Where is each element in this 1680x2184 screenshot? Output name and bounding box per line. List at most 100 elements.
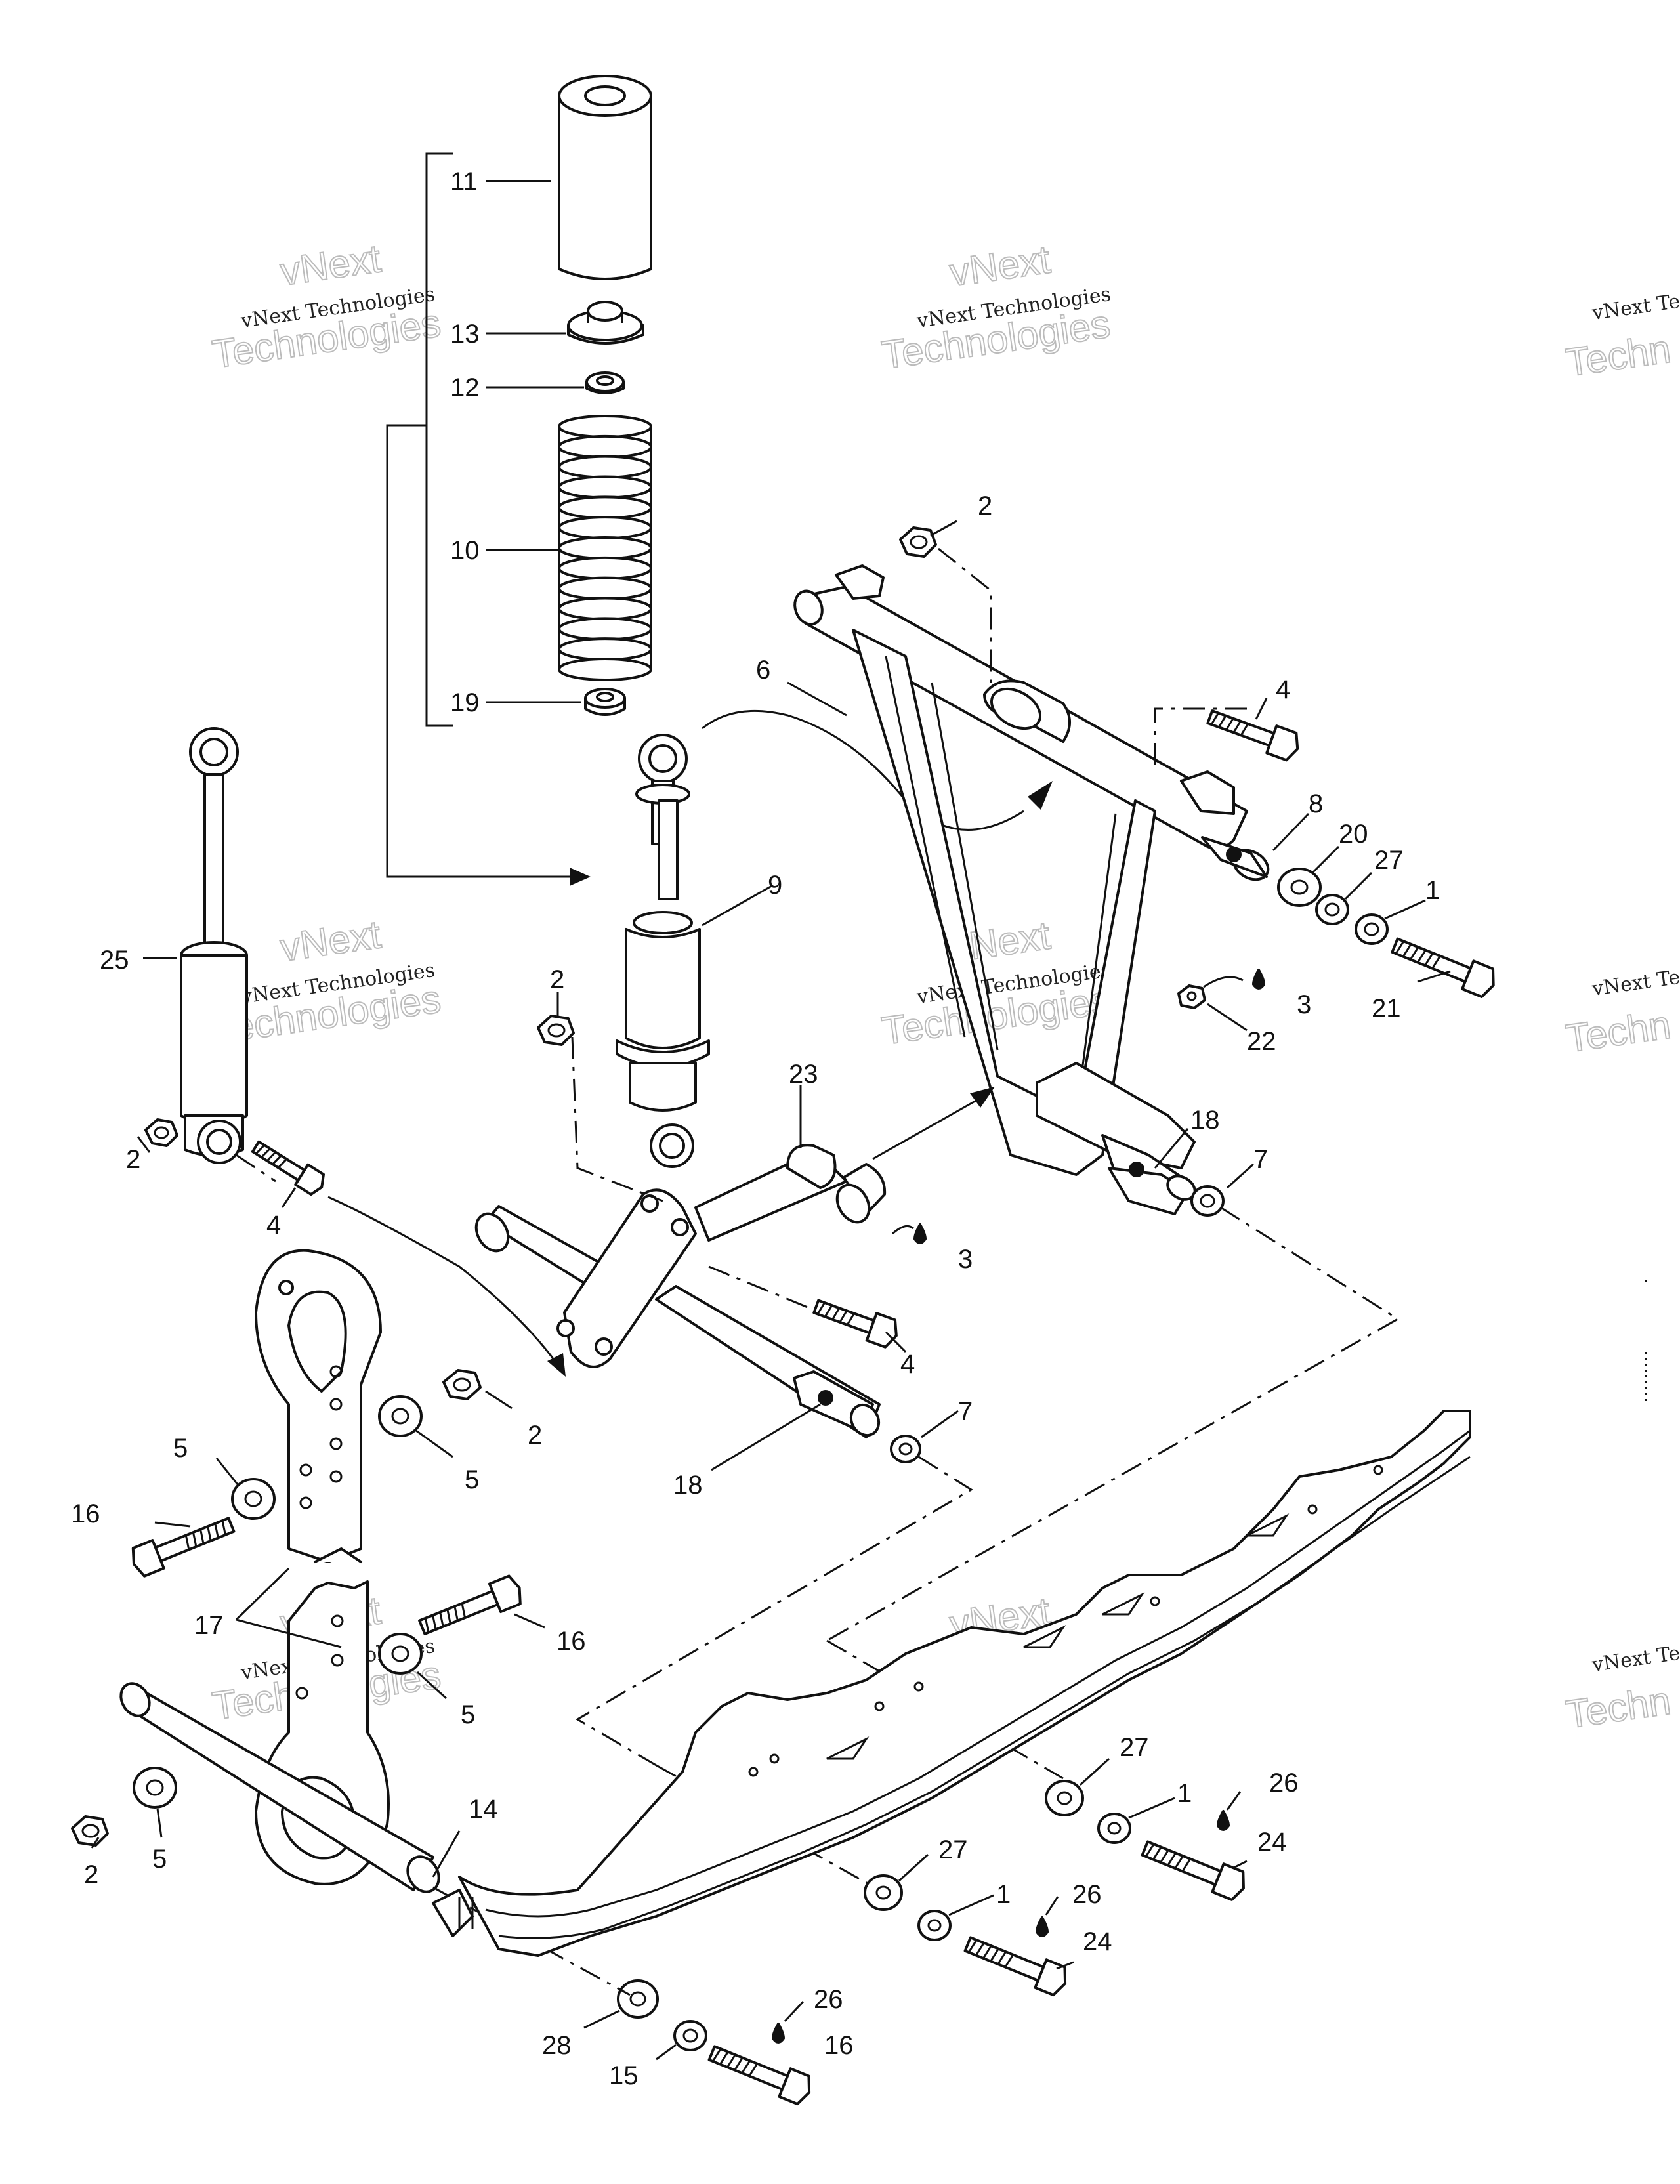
callout-2-top: 2	[978, 492, 992, 520]
leader-17	[235, 1567, 342, 1648]
spring-coil-turn	[558, 658, 652, 681]
grease-drop-3b	[914, 1223, 927, 1244]
washer-28	[617, 1979, 659, 2019]
callout-4-left: 4	[266, 1211, 281, 1240]
callout-labels: 11 13 12 10 19 2 6 4 8 20 27 1 21 9 25 2…	[71, 167, 1440, 2090]
spring-coil-turn	[558, 455, 652, 479]
dash-arm-to-rail	[826, 1206, 1400, 1642]
callout-17: 17	[194, 1611, 224, 1640]
tube-14	[119, 1682, 440, 1893]
callout-7-top: 7	[1253, 1145, 1268, 1174]
callout-3-top: 3	[1297, 990, 1311, 1019]
spring-coil-turn	[558, 434, 652, 459]
callout-20: 20	[1339, 820, 1368, 849]
leader-grease-22	[1203, 976, 1244, 988]
bolt-21	[1391, 937, 1495, 999]
rear-pivot-arm	[793, 564, 1270, 1215]
callout-26-b: 26	[1072, 1880, 1102, 1909]
slide-rail	[432, 1410, 1471, 1957]
callout-18-top: 18	[1190, 1106, 1220, 1135]
nut-top	[899, 526, 937, 558]
callout-5-upper-left: 5	[173, 1434, 188, 1463]
spring-coil-turn	[558, 495, 652, 520]
spring-washer	[585, 371, 625, 394]
svg-text:Techn: Techn	[1563, 1003, 1673, 1061]
callout-16-left: 16	[71, 1500, 100, 1528]
bolt-top-right	[1206, 709, 1299, 762]
spring-coil-turn	[558, 475, 652, 499]
svg-text:vNext: vNext	[278, 912, 384, 970]
nut-center	[537, 1015, 575, 1046]
watermark-edge-1: vNext Te Techn	[1563, 290, 1680, 386]
spring-coil-turn	[558, 556, 652, 580]
callout-27-top: 27	[1374, 846, 1404, 875]
washer-5-d	[133, 1767, 177, 1809]
bolt-left-shock	[251, 1140, 326, 1196]
spring-coil-turn	[558, 516, 652, 540]
callout-23: 23	[789, 1060, 818, 1089]
washer-5-b	[378, 1395, 423, 1437]
grease-fitting-22	[1177, 984, 1206, 1009]
callout-28: 28	[542, 2031, 572, 2060]
washer-15	[673, 2020, 707, 2051]
nut-left-shock	[144, 1118, 178, 1147]
callout-21: 21	[1372, 994, 1401, 1023]
shock-routing-arrow-top	[702, 709, 1024, 831]
callout-24-b: 24	[1083, 1927, 1112, 1956]
arrow-head-2	[970, 1087, 995, 1108]
spring-coil-turn	[558, 536, 652, 560]
spring-coil-turn	[558, 637, 652, 662]
svg-text:vNext Te: vNext Te	[1590, 966, 1680, 1001]
callout-5-bottom-left: 5	[152, 1845, 167, 1874]
dash-bolt-front	[708, 1265, 821, 1314]
arrow-head-3	[547, 1353, 566, 1377]
washer-7-bottom	[890, 1435, 921, 1463]
callout-27-c: 27	[938, 1836, 968, 1864]
front-arm-assembly	[474, 1144, 887, 1438]
callout-13: 13	[450, 320, 480, 348]
callout-9: 9	[768, 871, 782, 900]
callout-1-top: 1	[1425, 876, 1440, 905]
callout-22: 22	[1247, 1027, 1276, 1056]
callout-4-top: 4	[1276, 675, 1290, 704]
coil-spring	[558, 415, 652, 681]
svg-text:vNext Te: vNext Te	[1590, 290, 1680, 326]
callout-8: 8	[1309, 789, 1323, 818]
spring-cover	[558, 75, 652, 280]
callout-16-right: 16	[556, 1627, 586, 1656]
washer-27-b	[1045, 1780, 1084, 1816]
bolt-center	[812, 1299, 898, 1349]
leader-arm-23	[872, 1095, 985, 1160]
spring-cup	[584, 688, 626, 716]
rear-shock-absorber	[180, 727, 248, 1164]
lock-washer-1-b	[1097, 1813, 1131, 1844]
callout-27-b: 27	[1120, 1733, 1149, 1762]
svg-text:vNext Te: vNext Te	[1590, 1642, 1680, 1677]
lock-washer-1-c	[917, 1910, 952, 1941]
callout-2-right: 2	[528, 1421, 542, 1450]
grease-drop-26c	[772, 2023, 785, 2044]
callout-25: 25	[100, 946, 129, 975]
bolt-16-a	[131, 1517, 236, 1578]
dash-nut-top	[938, 547, 992, 682]
watermark-edge-2: vNext Te Techn	[1563, 966, 1680, 1062]
spring-outline	[558, 427, 652, 669]
leader-grease-3b	[891, 1225, 914, 1235]
grease-drop-26b	[1036, 1916, 1049, 1937]
front-arm-17	[255, 1249, 382, 1563]
washer-20	[1277, 868, 1322, 907]
washer-5-a	[231, 1478, 276, 1520]
callout-18-bottom: 18	[673, 1471, 703, 1500]
spring-coil-turn	[558, 617, 652, 641]
dash-tube-bolt	[432, 1886, 631, 1996]
callout-3-center: 3	[958, 1245, 973, 1274]
callout-2-bottom-left: 2	[84, 1860, 98, 1889]
washer-27-top	[1315, 894, 1349, 925]
callout-5-mid: 5	[461, 1700, 475, 1729]
callout-19: 19	[450, 688, 480, 717]
svg-text:Techn: Techn	[1563, 1679, 1673, 1737]
dash-nut-front	[571, 1036, 663, 1202]
callout-16-bottom: 16	[824, 2031, 854, 2060]
center-shock-absorber	[616, 734, 710, 1168]
